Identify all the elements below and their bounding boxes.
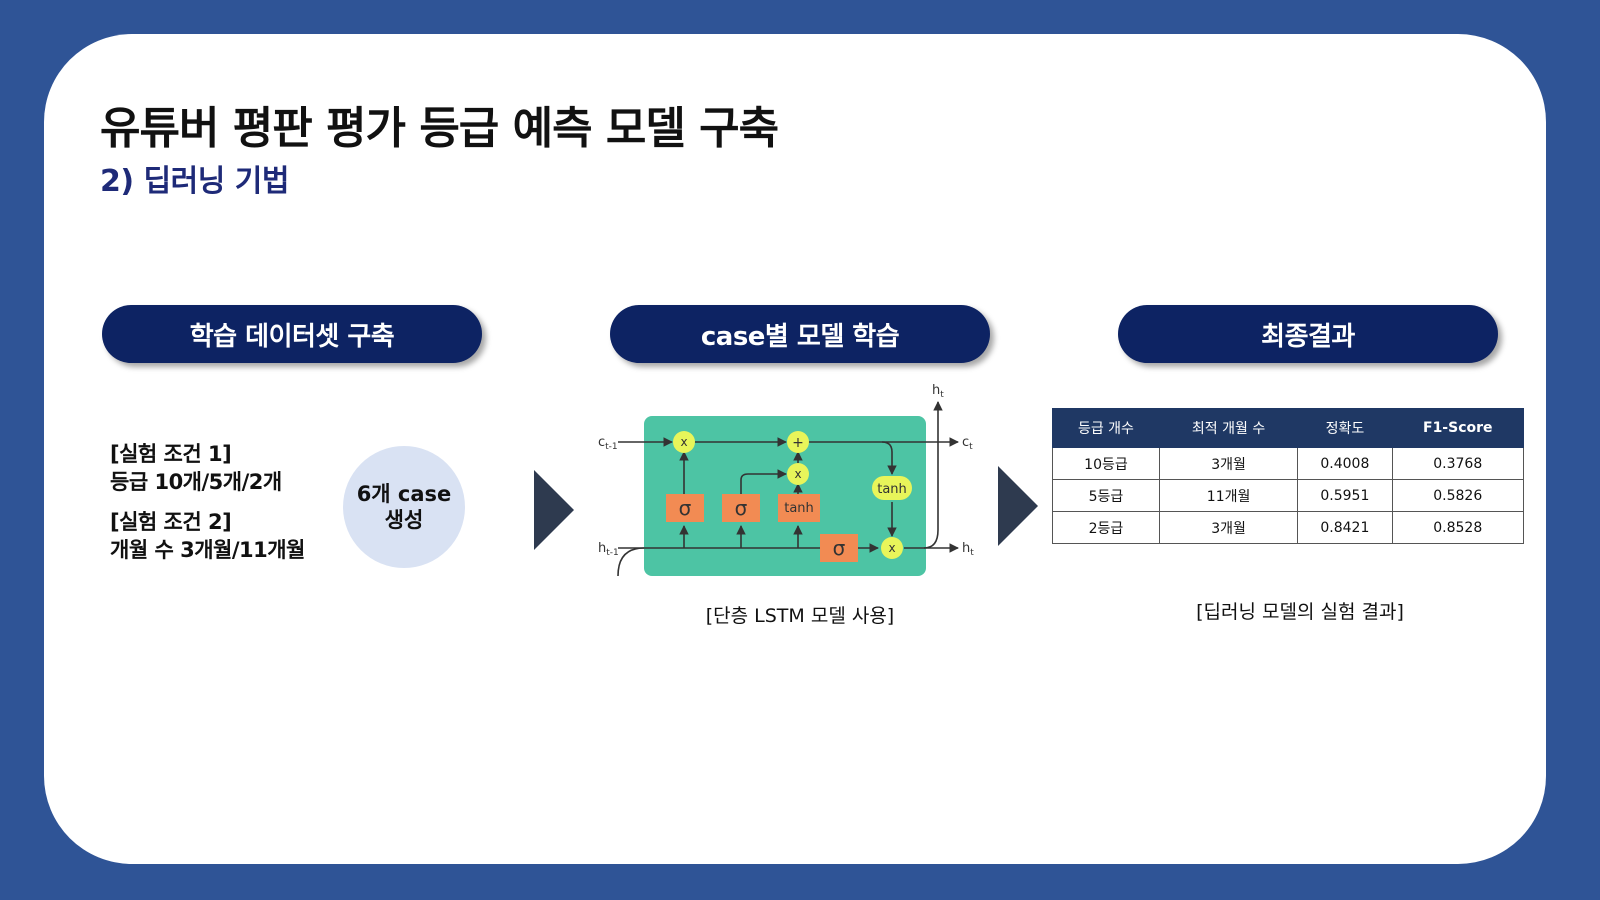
case-count-circle: 6개 case 생성: [343, 446, 465, 568]
table-cell: 0.8421: [1297, 511, 1393, 544]
condition-2-title: [실험 조건 2]: [110, 510, 232, 534]
col-header-f1: F1-Score: [1391, 408, 1525, 448]
table-cell: 0.5951: [1297, 479, 1393, 512]
case-count-line2: 생성: [384, 508, 424, 532]
results-caption: [딥러닝 모델의 실험 결과]: [1196, 601, 1404, 623]
table-cell: 0.3768: [1391, 447, 1525, 480]
condition-2: [실험 조건 2] 개월 수 3개월/11개월: [110, 508, 305, 564]
step-pill-training: case별 모델 학습: [610, 305, 990, 363]
step-pill-result: 최종결과: [1118, 305, 1498, 363]
lstm-cell-diagram: σ σ tanh σ x + x tanh x ct-1 ht-1 ct ht …: [598, 383, 974, 577]
table-cell: 0.4008: [1297, 447, 1393, 480]
condition-1-text: 등급 10개/5개/2개: [110, 470, 282, 494]
h-prev-label: ht-1: [598, 541, 619, 558]
condition-1: [실험 조건 1] 등급 10개/5개/2개: [110, 440, 282, 496]
multiply-op: [881, 537, 903, 559]
tanh-op: [872, 476, 912, 500]
forget-gate: [666, 494, 704, 522]
table-cell: 2등급: [1052, 511, 1160, 544]
c-next-label: ct: [962, 435, 973, 452]
col-header-grade: 등급 개수: [1052, 408, 1160, 448]
multiply-op: [673, 431, 695, 453]
lstm-caption: [단층 LSTM 모델 사용]: [705, 605, 895, 627]
multiply-op: [787, 463, 809, 485]
table-cell: 0.8528: [1391, 511, 1525, 544]
table-cell: 10등급: [1052, 447, 1160, 480]
table-header-row: 등급 개수 최적 개월 수 정확도 F1-Score: [1052, 408, 1525, 448]
input-gate: [722, 494, 760, 522]
step-pill-dataset: 학습 데이터셋 구축: [102, 305, 482, 363]
h-next-label: ht: [962, 541, 974, 558]
svg-text:+: +: [792, 435, 804, 451]
results-table: 등급 개수 최적 개월 수 정확도 F1-Score 10등급 3개월 0.40…: [1052, 408, 1525, 544]
page-subtitle: 2) 딥러닝 기법: [100, 164, 289, 199]
sigma-label: σ: [679, 496, 692, 520]
table-cell: 3개월: [1158, 511, 1299, 544]
table-cell: 11개월: [1158, 479, 1299, 512]
table-cell: 3개월: [1158, 447, 1299, 480]
tanh-label: tanh: [784, 501, 814, 516]
sigma-label: σ: [833, 536, 846, 560]
condition-1-title: [실험 조건 1]: [110, 442, 232, 466]
candidate-gate: [778, 494, 820, 522]
col-header-months: 최적 개월 수: [1158, 408, 1299, 448]
add-op: [787, 431, 809, 453]
svg-text:x: x: [680, 435, 687, 449]
table-row: 5등급 11개월 0.5951 0.5826: [1052, 479, 1525, 512]
col-header-accuracy: 정확도: [1297, 408, 1393, 448]
sigma-label: σ: [735, 496, 748, 520]
table-row: 10등급 3개월 0.4008 0.3768: [1052, 447, 1525, 480]
table-cell: 5등급: [1052, 479, 1160, 512]
svg-text:x: x: [794, 467, 801, 481]
output-gate: [820, 534, 858, 562]
table-cell: 0.5826: [1391, 479, 1525, 512]
flow-arrow-icon: [534, 470, 574, 550]
condition-2-text: 개월 수 3개월/11개월: [110, 538, 305, 562]
case-count-line1: 6개 case: [356, 482, 452, 506]
table-row: 2등급 3개월 0.8421 0.8528: [1052, 511, 1525, 544]
svg-text:tanh: tanh: [877, 482, 907, 497]
page-title: 유튜버 평판 평가 등급 예측 모델 구축: [100, 103, 779, 154]
flow-arrow-icon: [998, 466, 1038, 546]
c-prev-label: ct-1: [598, 435, 618, 452]
svg-text:x: x: [888, 541, 895, 555]
h-top-label: ht: [932, 383, 944, 400]
